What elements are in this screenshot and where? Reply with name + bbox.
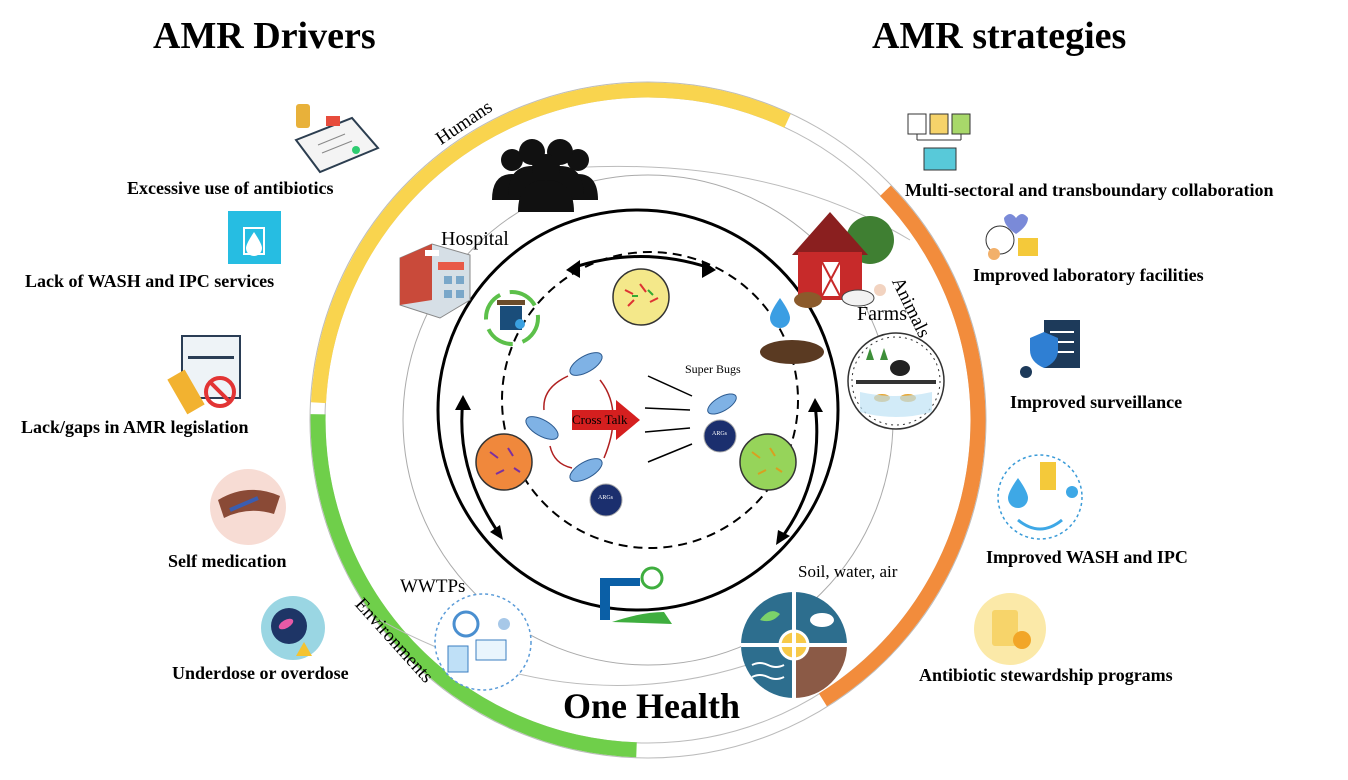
cross-talk-label: Cross Talk [572, 412, 628, 427]
petri-dish-right-icon [739, 433, 797, 491]
center-heading: One Health [563, 686, 740, 726]
superbug-icon [707, 393, 737, 415]
outer-ring-outline [309, 81, 987, 759]
animals-sector-arc [818, 185, 986, 707]
farms-label: Farms [857, 303, 907, 325]
args-circle-right [703, 419, 737, 453]
soil-water-air-label: Soil, water, air [798, 562, 898, 581]
strategy-label-collaboration: Multi-sectoral and transboundary collabo… [905, 180, 1274, 200]
cycle-arrows [460, 255, 819, 541]
arrow-right [778, 404, 819, 541]
cycle-circle [436, 208, 840, 612]
waste-recycle-icon [484, 290, 540, 346]
antibiotic-pack-icon [974, 593, 1046, 665]
petri-dish-left-icon [475, 433, 533, 491]
arrow-left [460, 399, 502, 536]
sdg6-clean-water-icon [228, 211, 281, 264]
hands-water-icon [997, 454, 1083, 540]
strategy-label-wash-ipc: Improved WASH and IPC [986, 547, 1188, 567]
soil-water-air-icon [741, 592, 847, 698]
prescription-pills-icon [294, 104, 380, 174]
arrow-top [571, 255, 711, 270]
args-label-right: ARGs [712, 431, 728, 437]
drivers-heading: AMR Drivers [153, 15, 376, 57]
arrow-heads [455, 260, 823, 545]
args-label-left: ARGs [598, 495, 614, 501]
barn-farm-icon [792, 212, 894, 308]
documents-folder-icon [907, 113, 971, 171]
transfer-arrows [644, 375, 693, 463]
injection-icon [210, 469, 286, 545]
hospital-label: Hospital [441, 228, 509, 250]
water-tap-icon [600, 566, 672, 624]
wwtps-label: WWTPs [400, 576, 466, 597]
lab-feedback-icon [985, 214, 1038, 260]
aquaponics-farm-icon [847, 332, 945, 430]
shield-checklist-icon [1020, 320, 1080, 378]
environments-sector-arc [310, 414, 637, 758]
driver-label-dose: Underdose or overdose [172, 663, 349, 683]
hospital-icon [399, 243, 471, 319]
driver-label-legislation: Lack/gaps in AMR legislation [21, 417, 249, 437]
strategies-heading: AMR strategies [872, 15, 1127, 57]
strategy-label-stewardship: Antibiotic stewardship programs [919, 665, 1173, 685]
superbugs-label: Super Bugs [685, 362, 741, 376]
water-drop-icon [770, 298, 790, 328]
bacteria-cluster [525, 352, 737, 482]
args-circle-left [589, 483, 623, 517]
law-gavel-icon [167, 335, 241, 415]
dashed-inner-circle [501, 251, 799, 549]
people-group-icon [492, 139, 598, 212]
humans-sector-arc [311, 82, 791, 404]
wwtp-plant-icon [434, 593, 532, 691]
strategy-label-laboratory: Improved laboratory facilities [973, 265, 1204, 285]
bacterium-icon [569, 458, 603, 482]
cross-talk-arrow [572, 400, 640, 440]
soil-pile-icon [760, 340, 824, 364]
driver-label-excessive-use: Excessive use of antibiotics [127, 178, 334, 198]
driver-label-self-medication: Self medication [168, 551, 287, 571]
bacterium-icon [525, 416, 559, 440]
pills-warning-icon [261, 596, 325, 660]
driver-label-wash-ipc: Lack of WASH and IPC services [25, 271, 275, 291]
bacterium-icon [569, 352, 603, 376]
petri-dish-top-icon [612, 268, 670, 326]
strategy-label-surveillance: Improved surveillance [1010, 392, 1183, 412]
